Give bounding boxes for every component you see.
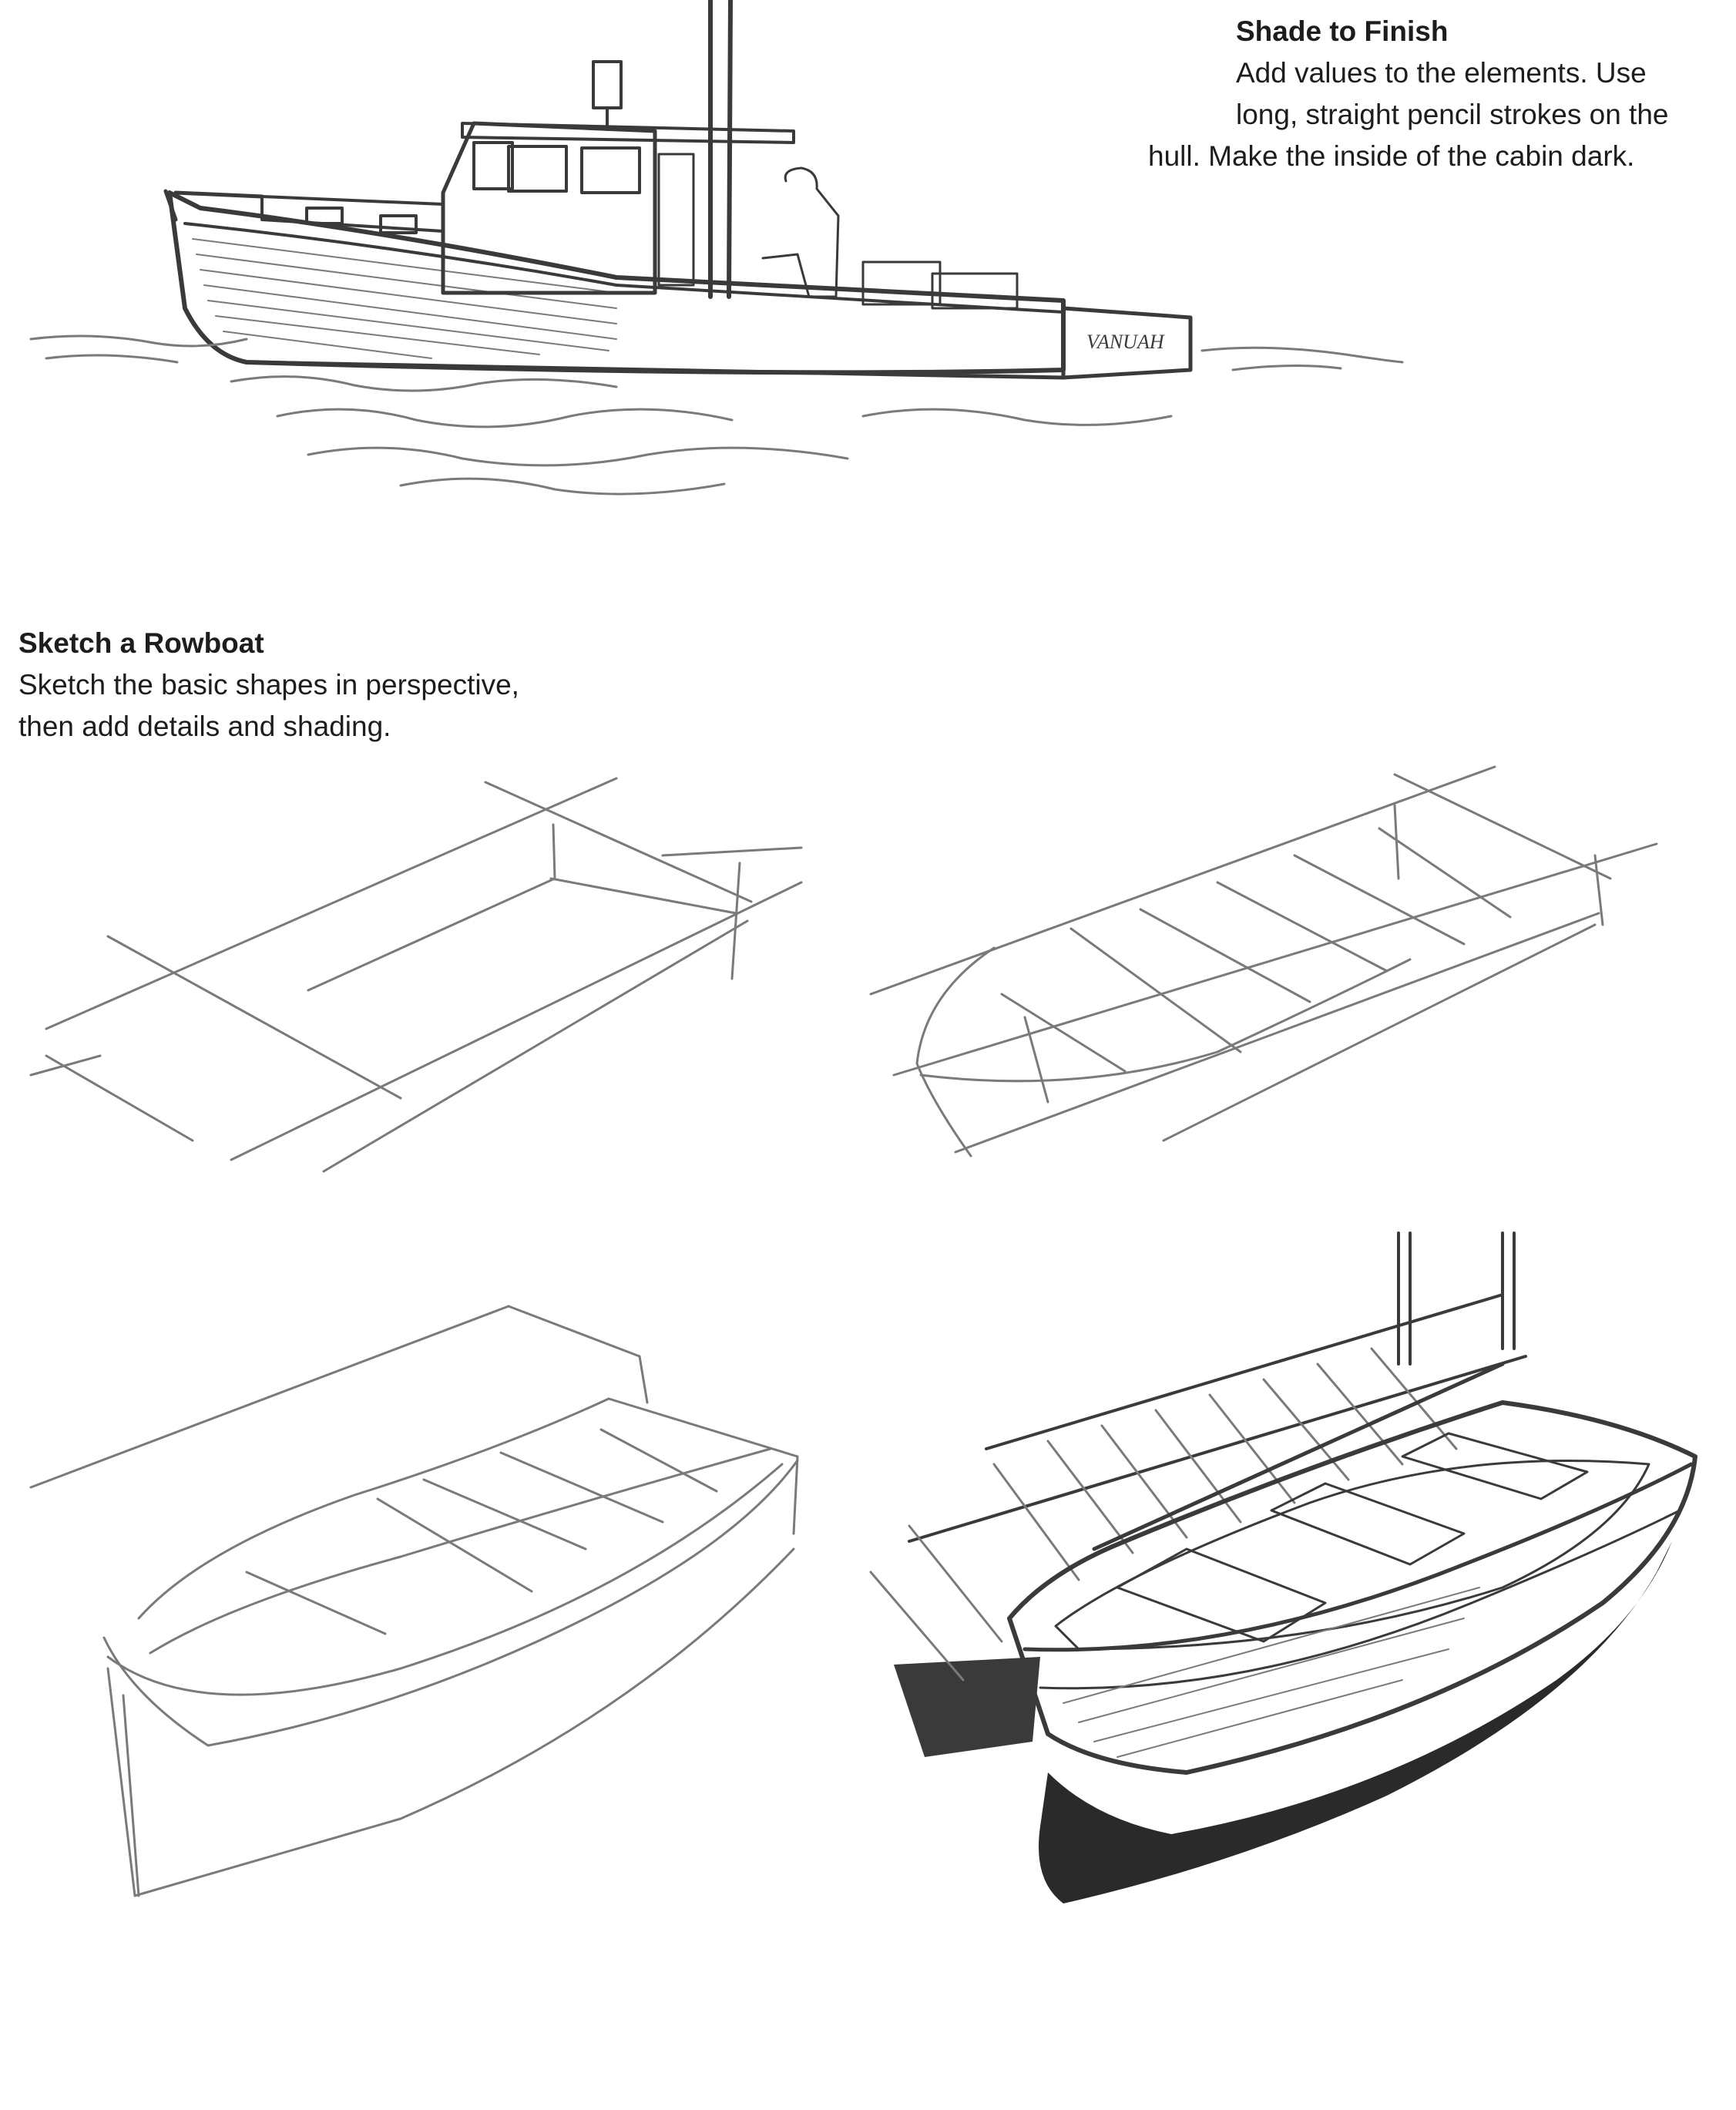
shade-instruction-line-1: Add values to the elements. Use — [1236, 57, 1647, 89]
shade-to-finish-title: Shade to Finish — [1236, 15, 1449, 47]
rowboat-instruction-line-2: then add details and shading. — [18, 711, 391, 742]
rowboat-instruction-line-1: Sketch the basic shapes in perspective, — [18, 669, 519, 701]
boat-name-label: VANUAH — [1086, 331, 1165, 353]
shade-instruction-line-2: long, straight pencil strokes on the — [1236, 99, 1669, 130]
shade-to-finish-caption: Shade to Finish Add values to the elemen… — [1148, 11, 1703, 177]
sketch-rowboat-title: Sketch a Rowboat — [18, 627, 264, 659]
shade-instruction-line-3: hull. Make the inside of the cabin dark. — [1148, 140, 1635, 172]
sketch-rowboat-caption: Sketch a Rowboat Sketch the basic shapes… — [18, 623, 573, 748]
